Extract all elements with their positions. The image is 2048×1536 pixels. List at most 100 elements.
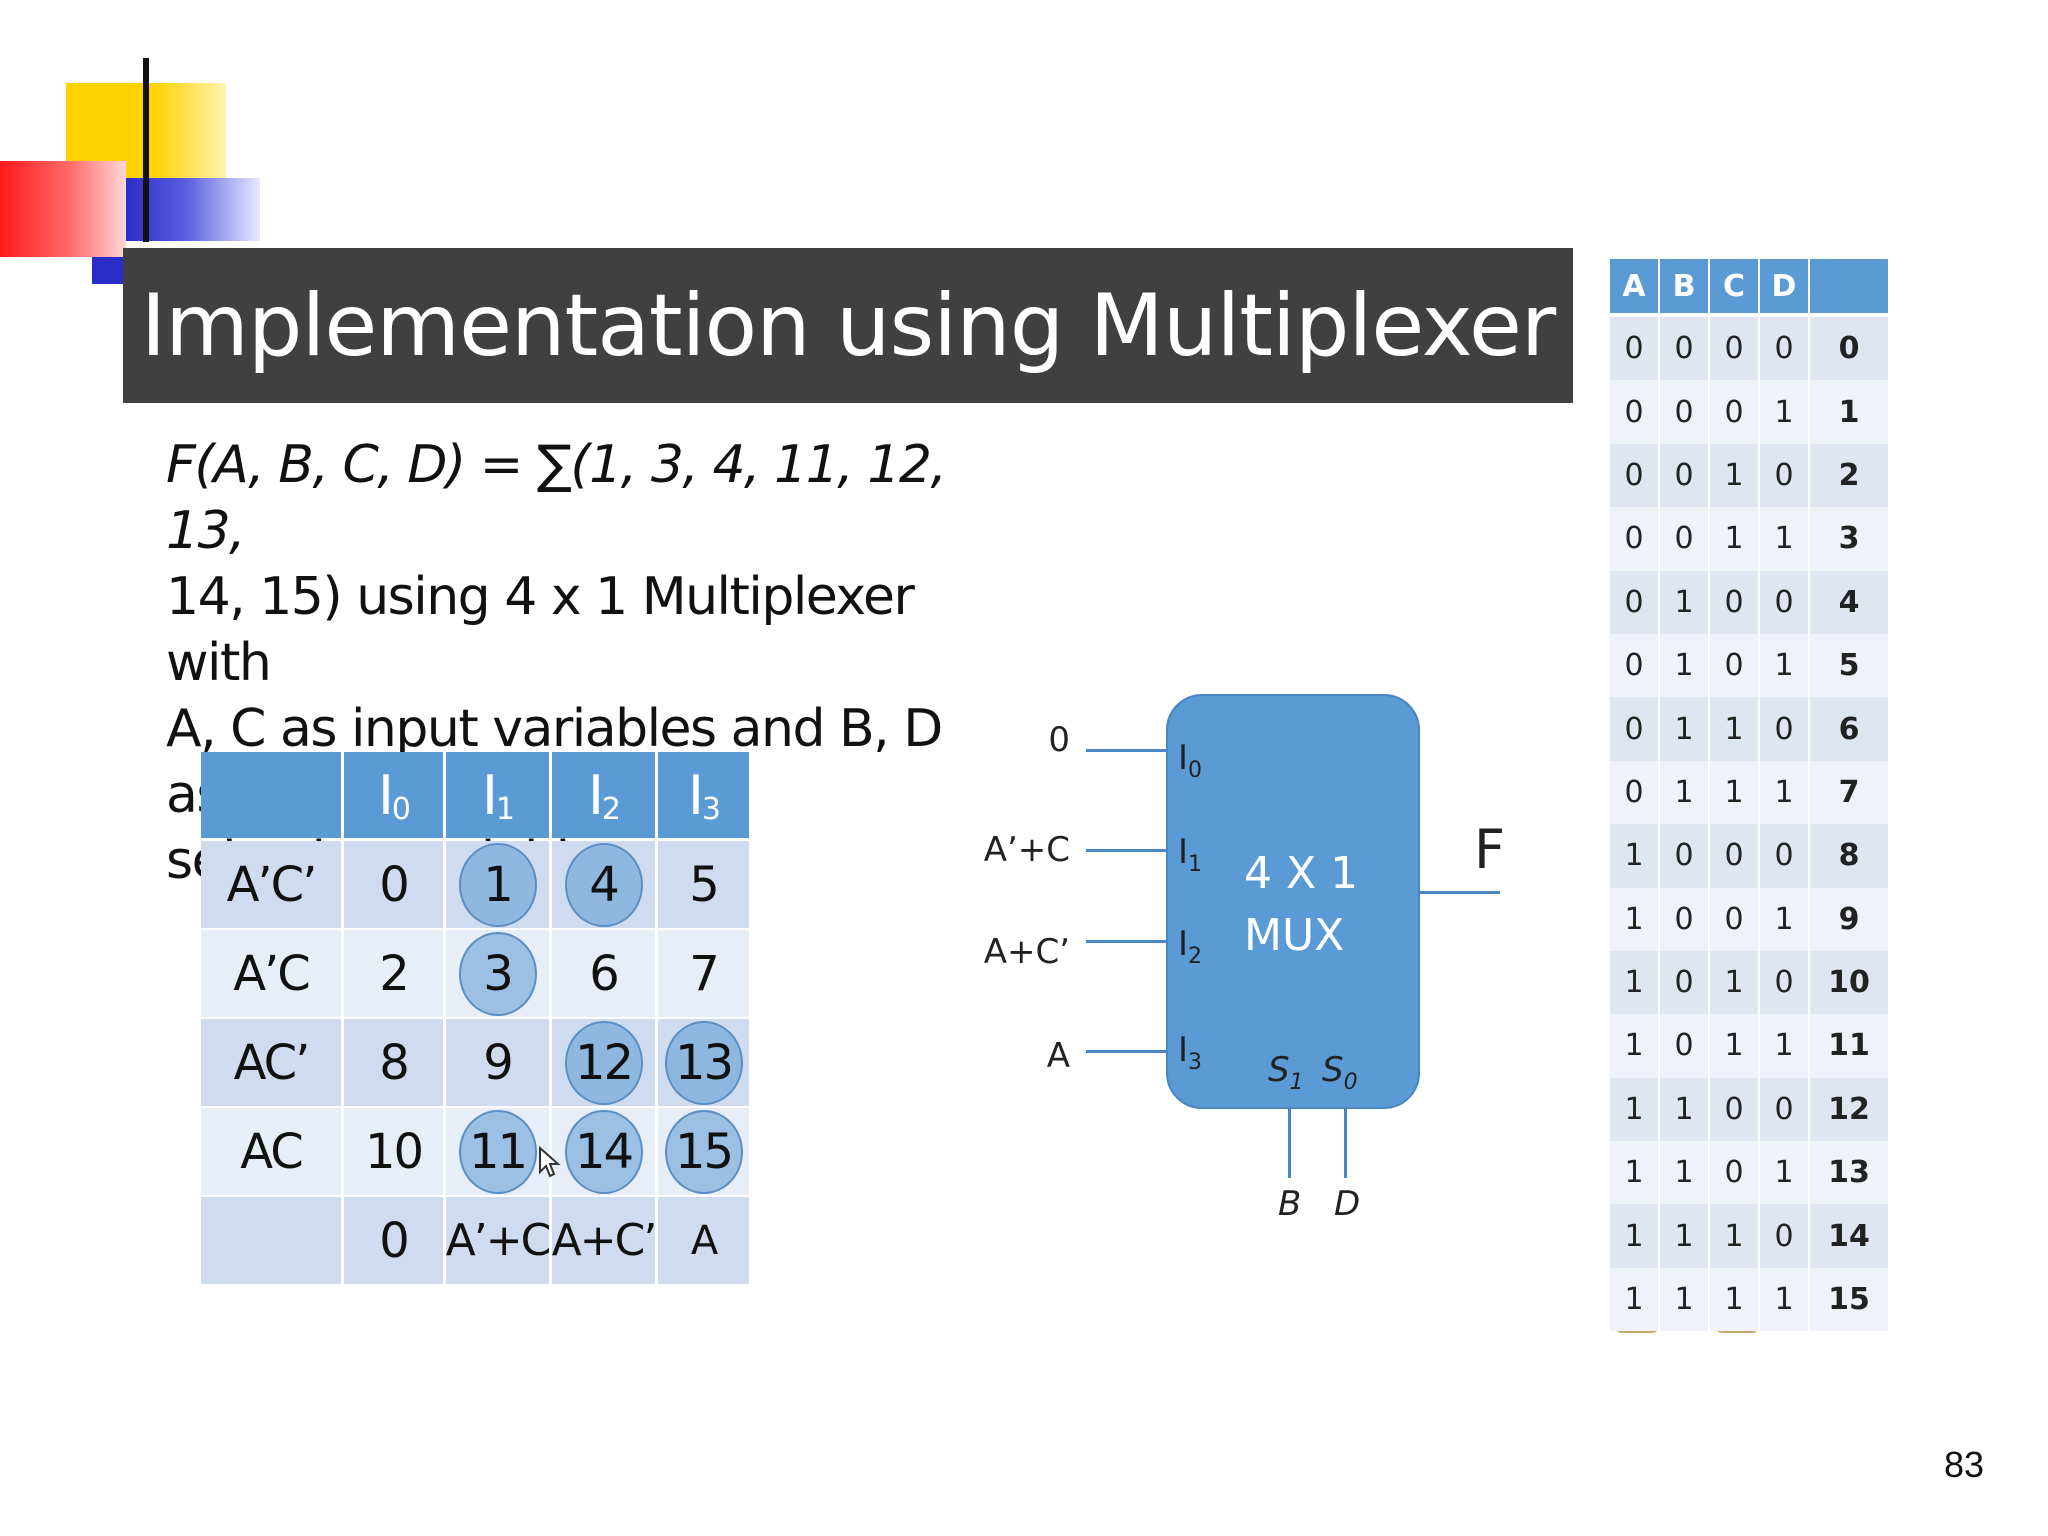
tt-minterm-index: 15: [1810, 1267, 1890, 1332]
tt-minterm-index: 13: [1810, 1141, 1890, 1205]
tt-bit: 1: [1710, 507, 1760, 571]
tt-bit: 1: [1710, 1267, 1760, 1332]
impl-row-label: A’C: [201, 930, 344, 1017]
impl-cell: 13: [658, 1019, 749, 1106]
tt-bit: 0: [1660, 507, 1710, 571]
impl-result-cell: A: [658, 1197, 749, 1284]
mux-pin-s0: S0: [1322, 1050, 1358, 1095]
impl-cell: 1: [446, 841, 552, 928]
impl-result-row: 0 A’+C A+C’ A: [201, 1197, 749, 1284]
tt-bit: 0: [1610, 380, 1660, 444]
tt-minterm-index: 10: [1810, 950, 1890, 1015]
impl-cell: 6: [552, 930, 658, 1017]
impl-result-cell: 0: [344, 1197, 446, 1284]
impl-cell: 5: [658, 841, 749, 928]
page-number: 83: [1943, 1444, 1984, 1485]
tt-bit: 0: [1660, 380, 1710, 444]
impl-cell: 14: [552, 1108, 658, 1195]
tt-bit: 1: [1660, 1077, 1710, 1142]
truth-table-header: A B C D: [1610, 259, 1890, 313]
minterm-circle: [664, 1020, 743, 1105]
problem-line-2: 14, 15) using 4 x 1 Multiplexer with: [166, 567, 915, 693]
impl-cell: 3: [446, 930, 552, 1017]
impl-result-corner: [201, 1197, 344, 1284]
tt-bit: 1: [1760, 507, 1810, 571]
tt-bit: 1: [1660, 1204, 1710, 1268]
impl-cell: 2: [344, 930, 446, 1017]
tt-bit: 0: [1710, 380, 1760, 444]
tt-bit: 0: [1710, 317, 1760, 381]
tt-bit: 1: [1710, 443, 1760, 508]
impl-row-a-c: A’C 2 3 6 7: [201, 930, 749, 1017]
tt-bit: 0: [1610, 507, 1660, 571]
tt-minterm-index: 12: [1810, 1077, 1890, 1142]
tt-bit: 1: [1610, 1014, 1660, 1078]
impl-cell: 11: [446, 1108, 552, 1195]
tt-bit: 0: [1710, 1141, 1760, 1205]
mux-pin-i3: I3: [1178, 1030, 1203, 1075]
tt-bit: 0: [1610, 317, 1660, 381]
tt-bit: 1: [1610, 1204, 1660, 1268]
impl-row-label: A’C’: [201, 841, 344, 928]
mux-block: [1166, 694, 1420, 1109]
tt-bit: 1: [1710, 950, 1760, 1015]
tt-bit: 1: [1760, 380, 1810, 444]
tt-bit: 0: [1710, 633, 1760, 698]
mux-output-label: F: [1474, 818, 1506, 881]
minterm-circle: [564, 842, 643, 927]
impl-row-a-c: A’C’ 0 1 4 5: [201, 841, 749, 928]
tt-bit: 0: [1760, 824, 1810, 888]
tt-bit: 0: [1710, 887, 1760, 951]
tt-header-b: B: [1660, 259, 1710, 313]
tt-bit: 0: [1710, 1077, 1760, 1142]
mux-pin-i0: I0: [1178, 738, 1203, 783]
tt-minterm-index: 9: [1810, 887, 1890, 951]
minterm-circle: [564, 1109, 643, 1194]
tt-bit: 0: [1760, 950, 1810, 1015]
tt-bit: 0: [1760, 317, 1810, 381]
problem-line-1: F(A, B, C, D) = ∑(1, 3, 4, 11, 12, 13,: [166, 435, 947, 561]
tt-bit: 1: [1760, 1141, 1810, 1205]
tt-bit: 0: [1660, 1014, 1710, 1078]
tt-minterm-index: 0: [1810, 317, 1890, 381]
mux-input-label: A’+C: [983, 830, 1070, 870]
tt-minterm-index: 2: [1810, 443, 1890, 508]
mux-label-line1: 4 X 1: [1244, 848, 1359, 899]
tt-bit: 0: [1760, 1077, 1810, 1142]
tt-bit: 0: [1660, 824, 1710, 888]
mouse-cursor-icon: [539, 1146, 561, 1178]
tt-minterm-index: 3: [1810, 507, 1890, 571]
minterm-circle: [458, 931, 537, 1016]
tt-bit: 1: [1710, 760, 1760, 825]
tt-bit: 1: [1660, 760, 1710, 825]
tt-minterm-index: 6: [1810, 697, 1890, 761]
tt-minterm-index: 5: [1810, 633, 1890, 698]
mux-output-line: [1420, 891, 1500, 894]
impl-cell: 4: [552, 841, 658, 928]
impl-header-corner: [201, 752, 344, 838]
mux-input-line: [1086, 1050, 1168, 1053]
impl-cell: 12: [552, 1019, 658, 1106]
tt-bit: 0: [1660, 443, 1710, 508]
tt-minterm-index: 4: [1810, 570, 1890, 634]
mux-input-label: A: [1046, 1036, 1070, 1076]
impl-cell: 7: [658, 930, 749, 1017]
tt-bit: 0: [1610, 443, 1660, 508]
tt-bit: 0: [1660, 317, 1710, 381]
minterm-circle: [664, 1109, 743, 1194]
